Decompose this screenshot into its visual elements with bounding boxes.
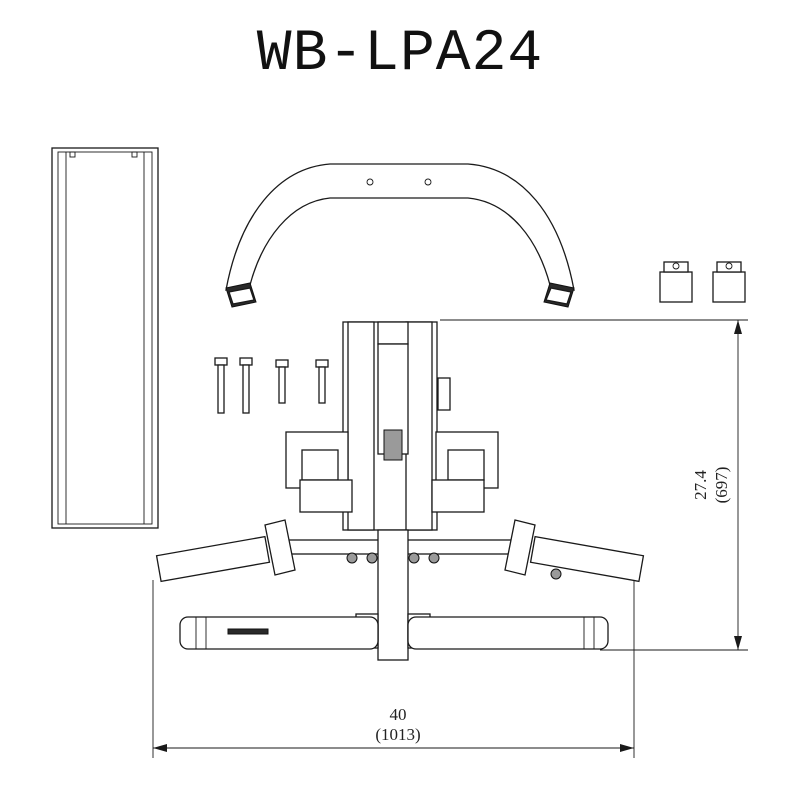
height-inches: 27.4 [691,470,710,500]
bracket-icon [659,261,746,303]
width-inches: 40 [390,705,407,724]
bolt-icon [214,357,329,414]
page-title: WB-LPA24 [256,22,544,87]
width-mm: (1013) [375,725,420,744]
height-mm: (697) [712,467,731,504]
handle-bar-icon [225,163,575,308]
height-dimension: 27.4 (697) [440,319,748,651]
machine-assembly-icon [155,321,645,661]
width-dimension: 40 (1013) [152,580,635,758]
upright-frame-icon [51,147,159,529]
